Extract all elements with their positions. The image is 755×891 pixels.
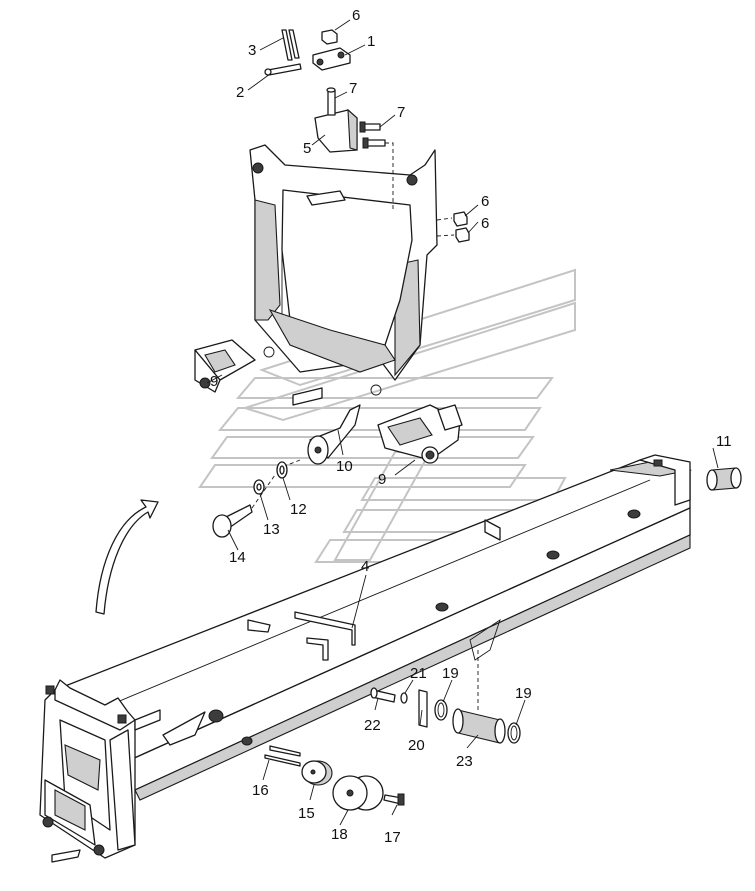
- mount-9-left: [194, 339, 256, 393]
- callout-5: 5: [303, 140, 311, 157]
- callout-14: 14: [229, 549, 246, 566]
- washer-21: [400, 692, 408, 704]
- pin-2: [264, 63, 302, 76]
- callout-labels: 1 2 3 4 5 6 6 6 7 7 9 9 10 11 12 13 14 1…: [210, 7, 732, 846]
- pin-22: [370, 687, 396, 703]
- roller-18: [332, 775, 384, 811]
- pin-3: [281, 29, 300, 61]
- bolt-17: [383, 793, 405, 806]
- nut-6-top: [321, 29, 338, 45]
- cylinder-11: [706, 467, 742, 491]
- callout-18: 18: [331, 826, 348, 843]
- callout-1: 1: [367, 33, 375, 50]
- callout-16: 16: [252, 782, 269, 799]
- callout-23: 23: [456, 753, 473, 770]
- washer-13: [253, 479, 265, 495]
- washer-12: [276, 461, 288, 479]
- bracket-5: [314, 87, 358, 153]
- boom-end-frame: [39, 679, 161, 863]
- callout-9-left: 9: [210, 373, 218, 390]
- callout-19-right: 19: [515, 685, 532, 702]
- assembly-direction-arrow: [95, 499, 159, 615]
- callout-11: 11: [716, 433, 732, 450]
- callout-12: 12: [290, 501, 307, 518]
- boom-beam: [54, 454, 693, 801]
- callout-9-right: 9: [378, 471, 386, 488]
- clamp-1: [312, 47, 351, 71]
- ring-19-left: [434, 699, 448, 721]
- callout-17: 17: [384, 829, 401, 846]
- sleeve-23: [452, 708, 506, 744]
- callout-4: 4: [361, 558, 369, 575]
- callout-7-top: 7: [349, 80, 357, 97]
- callout-10: 10: [336, 458, 353, 475]
- pins-16: [264, 745, 301, 767]
- callout-19-left: 19: [442, 665, 459, 682]
- callout-2: 2: [236, 84, 244, 101]
- disc-15: [301, 760, 333, 786]
- callout-6-side-b: 6: [481, 215, 489, 232]
- nuts-6-side: [436, 211, 470, 243]
- callout-15: 15: [298, 805, 315, 822]
- callout-6-top: 6: [352, 7, 360, 24]
- callout-21: 21: [410, 665, 427, 682]
- callout-20: 20: [408, 737, 425, 754]
- top-frame: [249, 144, 438, 406]
- ring-19-right: [507, 722, 521, 744]
- callout-3: 3: [248, 42, 256, 59]
- callout-6-side-a: 6: [481, 193, 489, 210]
- callout-22: 22: [364, 717, 381, 734]
- mount-9-right: [377, 404, 463, 464]
- callout-7-side: 7: [397, 104, 405, 121]
- bolts-7: [359, 121, 394, 210]
- leader-lines: [206, 19, 719, 826]
- callout-13: 13: [263, 521, 280, 538]
- bolt-14: [212, 474, 276, 538]
